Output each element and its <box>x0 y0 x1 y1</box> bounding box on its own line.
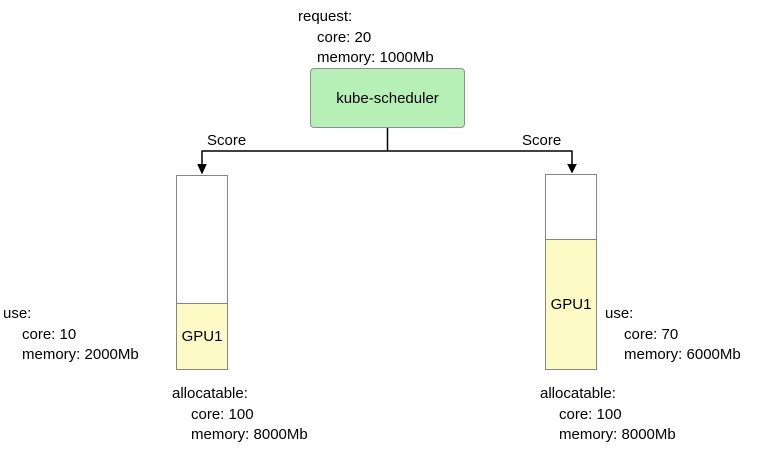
use-title: use: <box>3 305 32 322</box>
node-left-gpu-label: GPU1 <box>181 328 223 346</box>
node-left-use-block: use: core: 10 memory: 2000Mb <box>3 304 139 366</box>
node-right-gpu-usage-fill: GPU1 <box>546 239 596 369</box>
allocatable-title: allocatable: <box>172 385 248 402</box>
node-right-capacity-bar: GPU1 <box>545 174 597 370</box>
use-core: core: 10 <box>22 325 77 343</box>
use-core: core: 70 <box>624 325 679 343</box>
request-memory: memory: 1000Mb <box>317 49 434 66</box>
score-label-right: Score <box>522 132 562 149</box>
score-label-left: Score <box>207 132 247 149</box>
node-right-use-block: use: core: 70 memory: 6000Mb <box>605 304 741 366</box>
use-memory: memory: 6000Mb <box>624 346 741 363</box>
request-core: core: 20 <box>317 28 372 46</box>
allocatable-memory: memory: 8000Mb <box>559 426 676 443</box>
node-right-allocatable-block: allocatable: core: 100 memory: 8000Mb <box>540 384 676 446</box>
use-title: use: <box>605 305 634 322</box>
right-arrowhead-icon <box>567 164 577 174</box>
left-arrowhead-icon <box>197 164 207 175</box>
node-right-gpu-label: GPU1 <box>550 296 592 314</box>
allocatable-core: core: 100 <box>191 405 254 423</box>
request-block: request: core: 20 memory: 1000Mb <box>298 7 434 69</box>
node-left-allocatable-block: allocatable: core: 100 memory: 8000Mb <box>172 384 308 446</box>
node-left-gpu-usage-fill: GPU1 <box>177 303 227 369</box>
request-title: request: <box>298 8 353 25</box>
kube-scheduler-node: kube-scheduler <box>310 68 465 128</box>
kube-scheduler-label: kube-scheduler <box>336 89 439 107</box>
allocatable-title: allocatable: <box>540 385 616 402</box>
allocatable-memory: memory: 8000Mb <box>191 426 308 443</box>
allocatable-core: core: 100 <box>559 405 622 423</box>
use-memory: memory: 2000Mb <box>22 346 139 363</box>
node-left-capacity-bar: GPU1 <box>176 175 228 370</box>
